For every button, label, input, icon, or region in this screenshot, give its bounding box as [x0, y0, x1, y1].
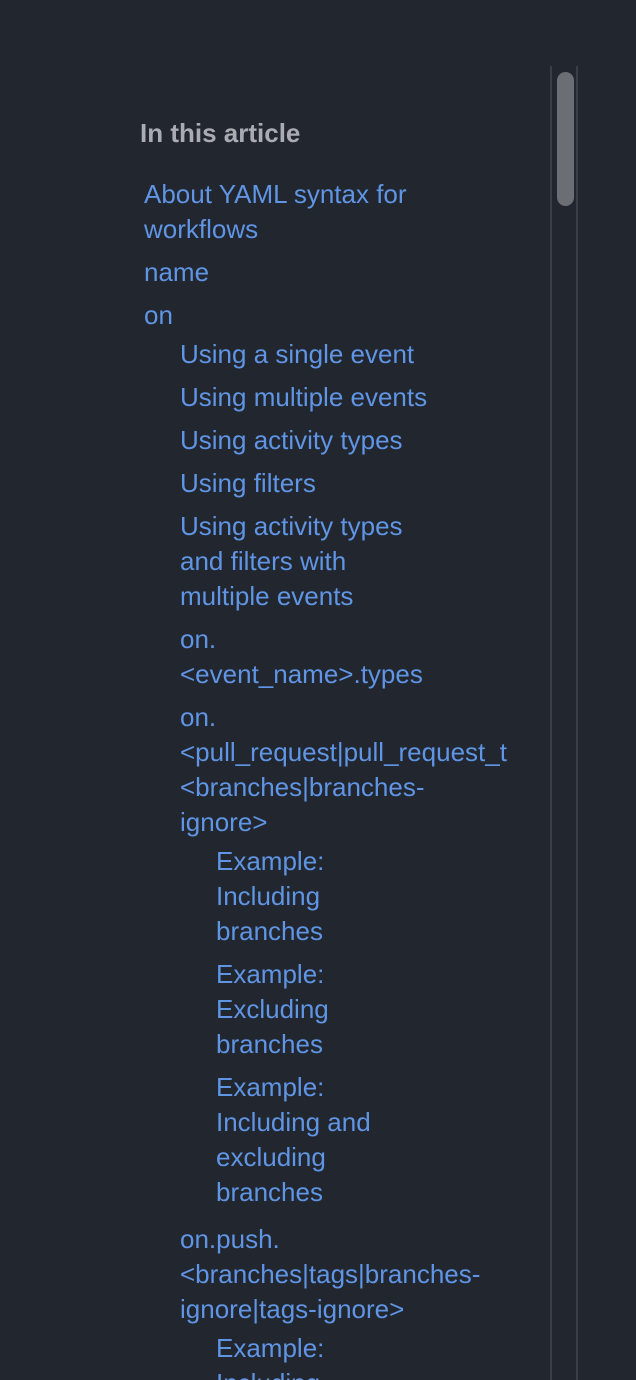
- toc-link-example-including-excluding-branches[interactable]: Example: Including and excluding branche…: [216, 1072, 371, 1207]
- toc-link-on-push-branches-tags[interactable]: on.push. <branches|tags|branches- ignore…: [180, 1224, 481, 1324]
- toc-link-name[interactable]: name: [144, 257, 210, 287]
- toc-link-about-yaml-syntax[interactable]: About YAML syntax for workflows: [144, 179, 407, 244]
- toc-link-activity-types-filters-multiple[interactable]: Using activity types and filters with mu…: [180, 511, 403, 611]
- toc-heading: In this article: [140, 118, 301, 148]
- scrollbar-thumb[interactable]: [557, 72, 574, 206]
- toc-link-example-including[interactable]: Example: Including: [216, 1333, 325, 1380]
- toc-link-multiple-events[interactable]: Using multiple events: [180, 382, 428, 412]
- toc-link-filters[interactable]: Using filters: [180, 468, 316, 498]
- toc-link-single-event[interactable]: Using a single event: [180, 339, 415, 369]
- toc-link-on-event-name-types[interactable]: on. <event_name>.types: [180, 624, 423, 689]
- toc-link-on-pull-request-branches[interactable]: on. <pull_request|pull_request_t <branch…: [180, 702, 507, 837]
- toc-link-example-including-branches[interactable]: Example: Including branches: [216, 846, 325, 946]
- toc-link-example-excluding-branches[interactable]: Example: Excluding branches: [216, 959, 329, 1059]
- toc-link-activity-types[interactable]: Using activity types: [180, 425, 403, 455]
- scrollbar-track[interactable]: [550, 66, 578, 1380]
- toc-link-on[interactable]: on: [144, 300, 173, 330]
